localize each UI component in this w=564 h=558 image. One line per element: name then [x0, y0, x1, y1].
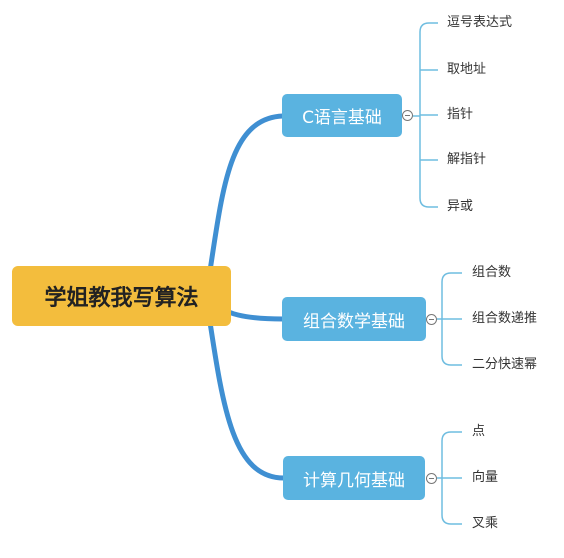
leaf-cross-product[interactable]: 叉乘	[472, 516, 499, 531]
topic-combinatorics[interactable]: 组合数学基础	[282, 297, 426, 341]
leaf-address-of[interactable]: 取地址	[447, 62, 487, 77]
topic-c-basics[interactable]: C语言基础	[282, 94, 402, 137]
connector-root-to-geometry	[203, 293, 287, 481]
topic-geometry[interactable]: 计算几何基础	[283, 456, 425, 500]
bracket-c-basics	[413, 22, 438, 208]
bracket-geometry	[437, 431, 462, 525]
leaf-point[interactable]: 点	[472, 424, 486, 439]
collapse-combinatorics-icon[interactable]	[426, 314, 437, 325]
leaf-xor[interactable]: 异或	[447, 199, 474, 214]
leaf-dereference[interactable]: 解指针	[447, 152, 487, 167]
connector-root-to-c-basics	[203, 113, 286, 299]
root-topic[interactable]: 学姐教我写算法	[12, 266, 231, 326]
leaf-vector[interactable]: 向量	[472, 470, 499, 485]
collapse-c-basics-icon[interactable]	[402, 110, 413, 121]
leaf-binary-fast-power[interactable]: 二分快速幂	[472, 357, 538, 372]
leaf-combination[interactable]: 组合数	[472, 265, 512, 280]
leaf-pointer[interactable]: 指针	[447, 107, 474, 122]
leaf-comma-expression[interactable]: 逗号表达式	[447, 15, 513, 30]
collapse-geometry-icon[interactable]	[426, 473, 437, 484]
leaf-combination-recurrence[interactable]: 组合数递推	[472, 311, 538, 326]
bracket-combinatorics	[437, 272, 462, 366]
